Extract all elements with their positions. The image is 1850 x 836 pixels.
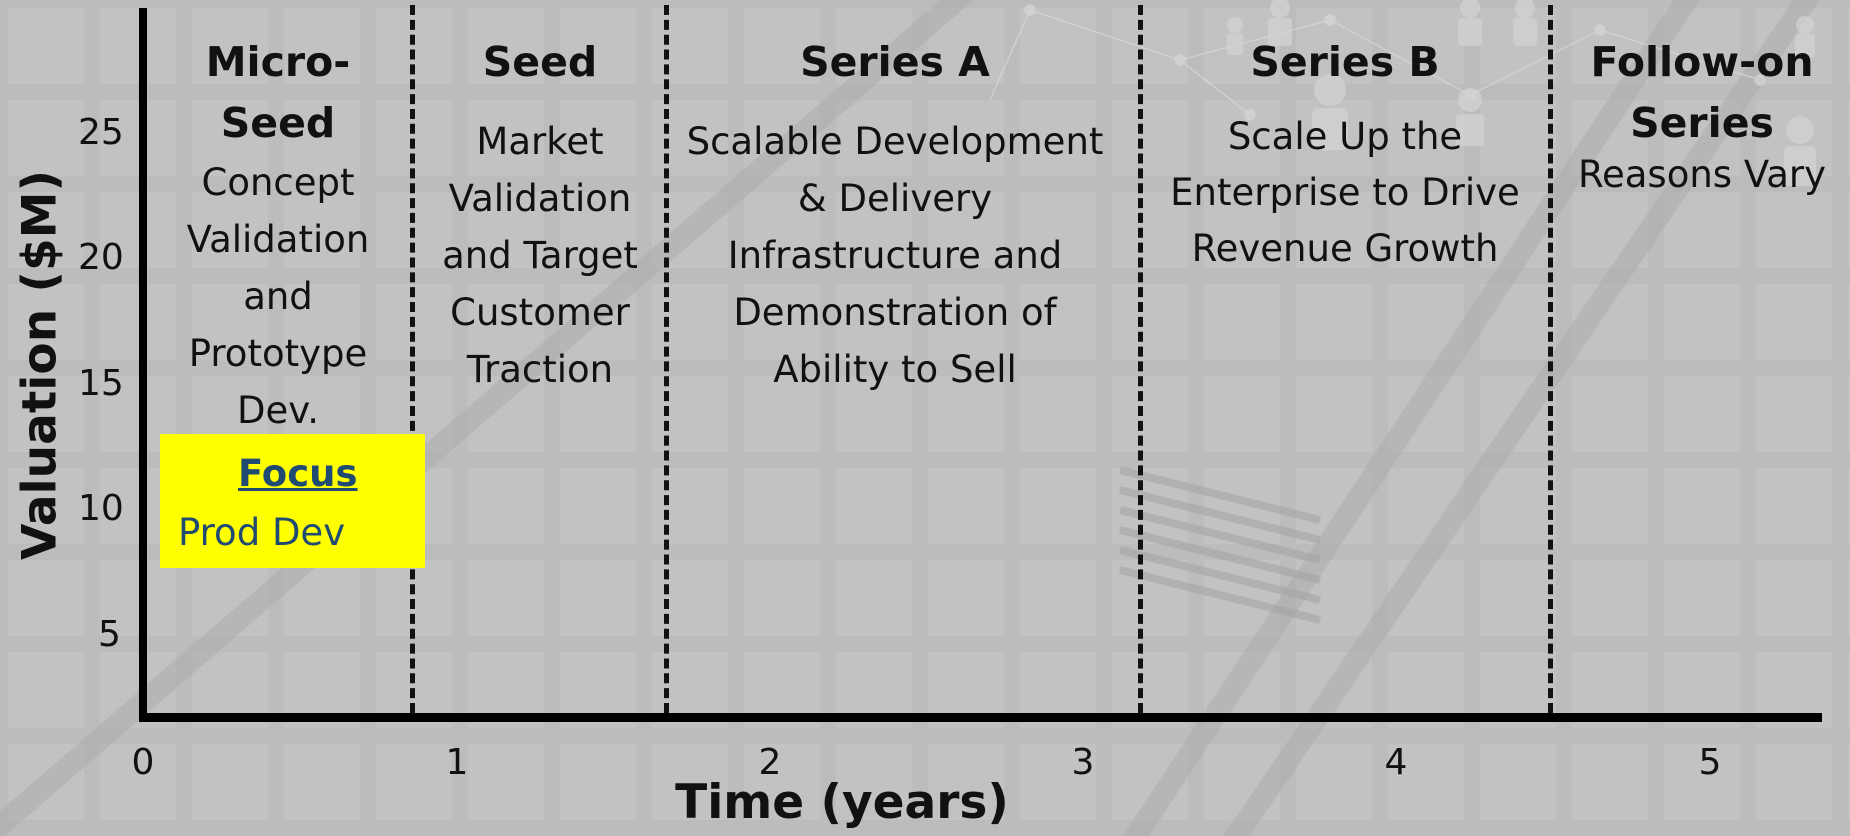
y-tick-label: 15 xyxy=(78,363,124,404)
focus-value: Prod Dev xyxy=(178,511,346,554)
stage-series-a: Series A Scalable Development & Delivery… xyxy=(672,32,1118,398)
y-tick-label: 10 xyxy=(78,488,124,529)
stage-title: Seed xyxy=(482,38,598,86)
x-tick-label: 0 xyxy=(131,742,155,783)
stage-follow-on: Follow-on Series Reasons Vary xyxy=(1560,32,1844,203)
x-tick-label: 5 xyxy=(1698,742,1722,783)
focus-title: Focus xyxy=(238,452,358,495)
stage-description: Reasons Vary xyxy=(1577,153,1827,196)
stage-description: Market Validation and Target Customer Tr… xyxy=(442,120,638,391)
x-tick-label: 4 xyxy=(1384,742,1408,783)
x-axis-label: Time (years) xyxy=(675,775,1009,830)
x-tick-label: 1 xyxy=(445,742,469,783)
stage-title: Series A xyxy=(800,38,990,86)
focus-highlight-box xyxy=(160,434,425,568)
stage-title: Follow-on Series xyxy=(1590,38,1814,147)
y-tick-label: 5 xyxy=(98,614,121,655)
x-tick-label: 2 xyxy=(758,742,782,783)
stage-description: Scale Up the Enterprise to Drive Revenue… xyxy=(1170,115,1520,270)
stage-divider xyxy=(664,5,669,713)
stage-description: Concept Validation and Prototype Dev. xyxy=(186,161,370,432)
x-tick-label: 3 xyxy=(1071,742,1095,783)
stage-divider xyxy=(410,5,415,713)
stage-title: Series B xyxy=(1250,38,1440,86)
x-axis-line xyxy=(139,713,1822,722)
stage-micro-seed: Micro- Seed Concept Validation and Proto… xyxy=(168,32,388,439)
stage-divider xyxy=(1548,5,1553,713)
stage-seed: Seed Market Validation and Target Custom… xyxy=(420,32,660,398)
stage-series-b: Series B Scale Up the Enterprise to Driv… xyxy=(1150,32,1540,277)
y-axis-label: Valuation ($M) xyxy=(12,170,68,560)
stage-description: Scalable Development & Delivery Infrastr… xyxy=(686,120,1104,391)
y-tick-label: 20 xyxy=(78,237,124,278)
stage-title: Micro- Seed xyxy=(205,38,351,147)
y-axis-line xyxy=(139,8,147,722)
stage-divider xyxy=(1138,5,1143,713)
y-tick-label: 25 xyxy=(78,112,124,153)
